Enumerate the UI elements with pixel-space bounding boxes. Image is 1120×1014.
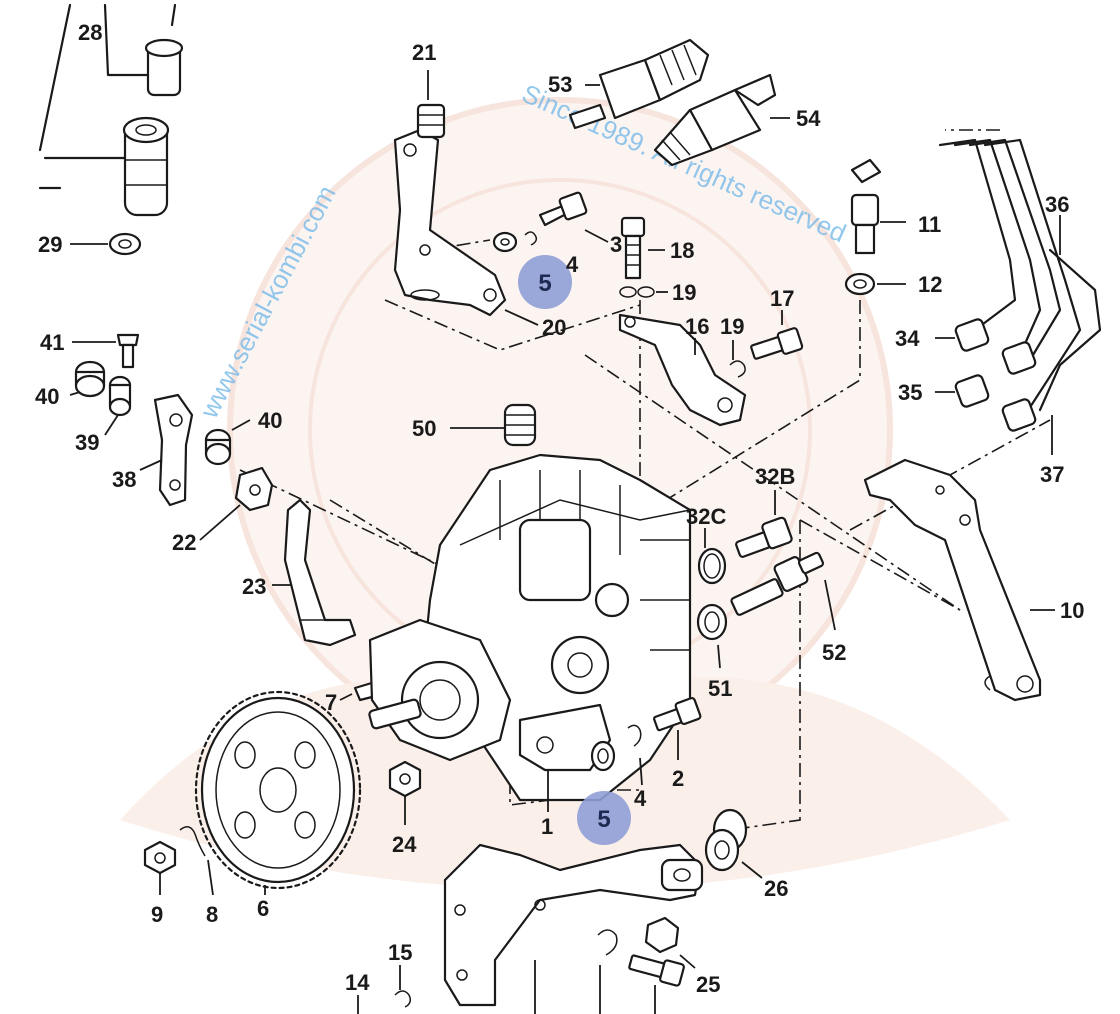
nut-34 [935, 318, 990, 352]
callout-29: 29 [38, 232, 62, 257]
callout-6: 6 [257, 896, 269, 921]
gear-6 [194, 690, 362, 895]
bolt-18 [620, 216, 665, 280]
callout-14: 14 [345, 970, 370, 995]
clip-19 [729, 340, 746, 378]
callout-24: 24 [392, 832, 417, 857]
sensor-54 [653, 73, 790, 167]
callout-38: 38 [112, 467, 136, 492]
washers-4-5 [492, 231, 538, 253]
highlight-badge-5-lower[interactable]: 5 [577, 791, 631, 845]
plate-22 [199, 466, 274, 541]
callout-32c: 32C [686, 504, 726, 529]
callout-36: 36 [1045, 192, 1069, 217]
clip-lower [597, 929, 618, 1014]
bushing-26 [704, 808, 763, 879]
fitting-32b [735, 490, 793, 558]
clip-8 [179, 826, 214, 896]
callout-23: 23 [242, 574, 266, 599]
callout-25: 25 [696, 972, 720, 997]
callout-17: 17 [770, 286, 794, 311]
callout-35: 35 [898, 380, 922, 405]
callout-10: 10 [1060, 598, 1084, 623]
bushing-40a [69, 360, 106, 398]
lever-38 [139, 393, 194, 507]
sensor-53 [568, 38, 710, 130]
drive-flange [368, 618, 512, 762]
bolt-15 [357, 960, 536, 1014]
callout-15: 15 [388, 940, 412, 965]
washer-29 [70, 232, 142, 256]
bolt-3 [538, 191, 609, 243]
callout-3: 3 [610, 232, 622, 257]
lower-bracket [443, 843, 704, 1007]
nut-21 [416, 70, 446, 139]
callout-8: 8 [206, 902, 218, 927]
bracket-20 [393, 128, 539, 326]
svg-text:5: 5 [538, 270, 551, 297]
callout-34: 34 [895, 326, 920, 351]
callout-28: 28 [78, 20, 102, 45]
bushing-40b [204, 419, 251, 466]
bracket-10 [863, 458, 1055, 702]
callout-21: 21 [412, 40, 436, 65]
callout-51: 51 [708, 676, 732, 701]
callout-7: 7 [325, 690, 337, 715]
callout-19-upper: 19 [672, 280, 696, 305]
bolt-17 [750, 310, 804, 360]
callout-26: 26 [764, 876, 788, 901]
bolt-2 [652, 696, 702, 760]
highlight-badge-5-upper[interactable]: 5 [518, 255, 572, 309]
nut-25 [628, 916, 696, 1014]
injection-pipes [938, 138, 1102, 455]
callout-39: 39 [75, 430, 99, 455]
svg-text:5: 5 [597, 806, 610, 833]
sensor-11 [850, 158, 906, 255]
callout-16: 16 [685, 314, 709, 339]
clip-4-lower [627, 724, 643, 786]
callout-40-left: 40 [35, 384, 59, 409]
oring-32c [697, 528, 727, 585]
callout-labels: 28 29 21 53 54 3 4 18 19 20 11 12 36 17 … [35, 20, 1084, 997]
sleeve-39 [104, 375, 132, 436]
pipe-fitting-28 [38, 3, 184, 152]
callout-9: 9 [151, 902, 163, 927]
callout-41: 41 [40, 330, 64, 355]
callout-18: 18 [670, 238, 694, 263]
callout-53: 53 [548, 72, 572, 97]
screw-41 [72, 333, 140, 369]
washer-51 [696, 603, 728, 669]
nut-35 [935, 374, 990, 408]
callout-50: 50 [412, 416, 436, 441]
callout-54: 54 [796, 106, 821, 131]
link-23 [272, 498, 357, 647]
callout-52: 52 [822, 640, 846, 665]
callout-4-lower: 4 [634, 786, 647, 811]
nut-37 [1001, 341, 1037, 432]
washer-5-lower [590, 740, 616, 772]
banjo-fitting [38, 116, 170, 217]
callout-32b: 32B [755, 464, 795, 489]
fitting-52 [730, 551, 836, 631]
lever-16 [618, 313, 747, 427]
callout-11: 11 [918, 212, 941, 237]
washer-12 [844, 272, 906, 296]
callout-37: 37 [1040, 462, 1064, 487]
callout-22: 22 [172, 530, 196, 555]
callout-40-right: 40 [258, 408, 282, 433]
nut-24 [388, 760, 422, 825]
nut-9 [143, 840, 177, 895]
callout-4-upper: 4 [566, 252, 579, 277]
callout-2: 2 [672, 766, 684, 791]
callout-20: 20 [542, 315, 566, 340]
callout-1: 1 [541, 814, 553, 839]
callout-12: 12 [918, 272, 942, 297]
washers-19 [619, 286, 668, 298]
callout-19-lower: 19 [720, 314, 744, 339]
